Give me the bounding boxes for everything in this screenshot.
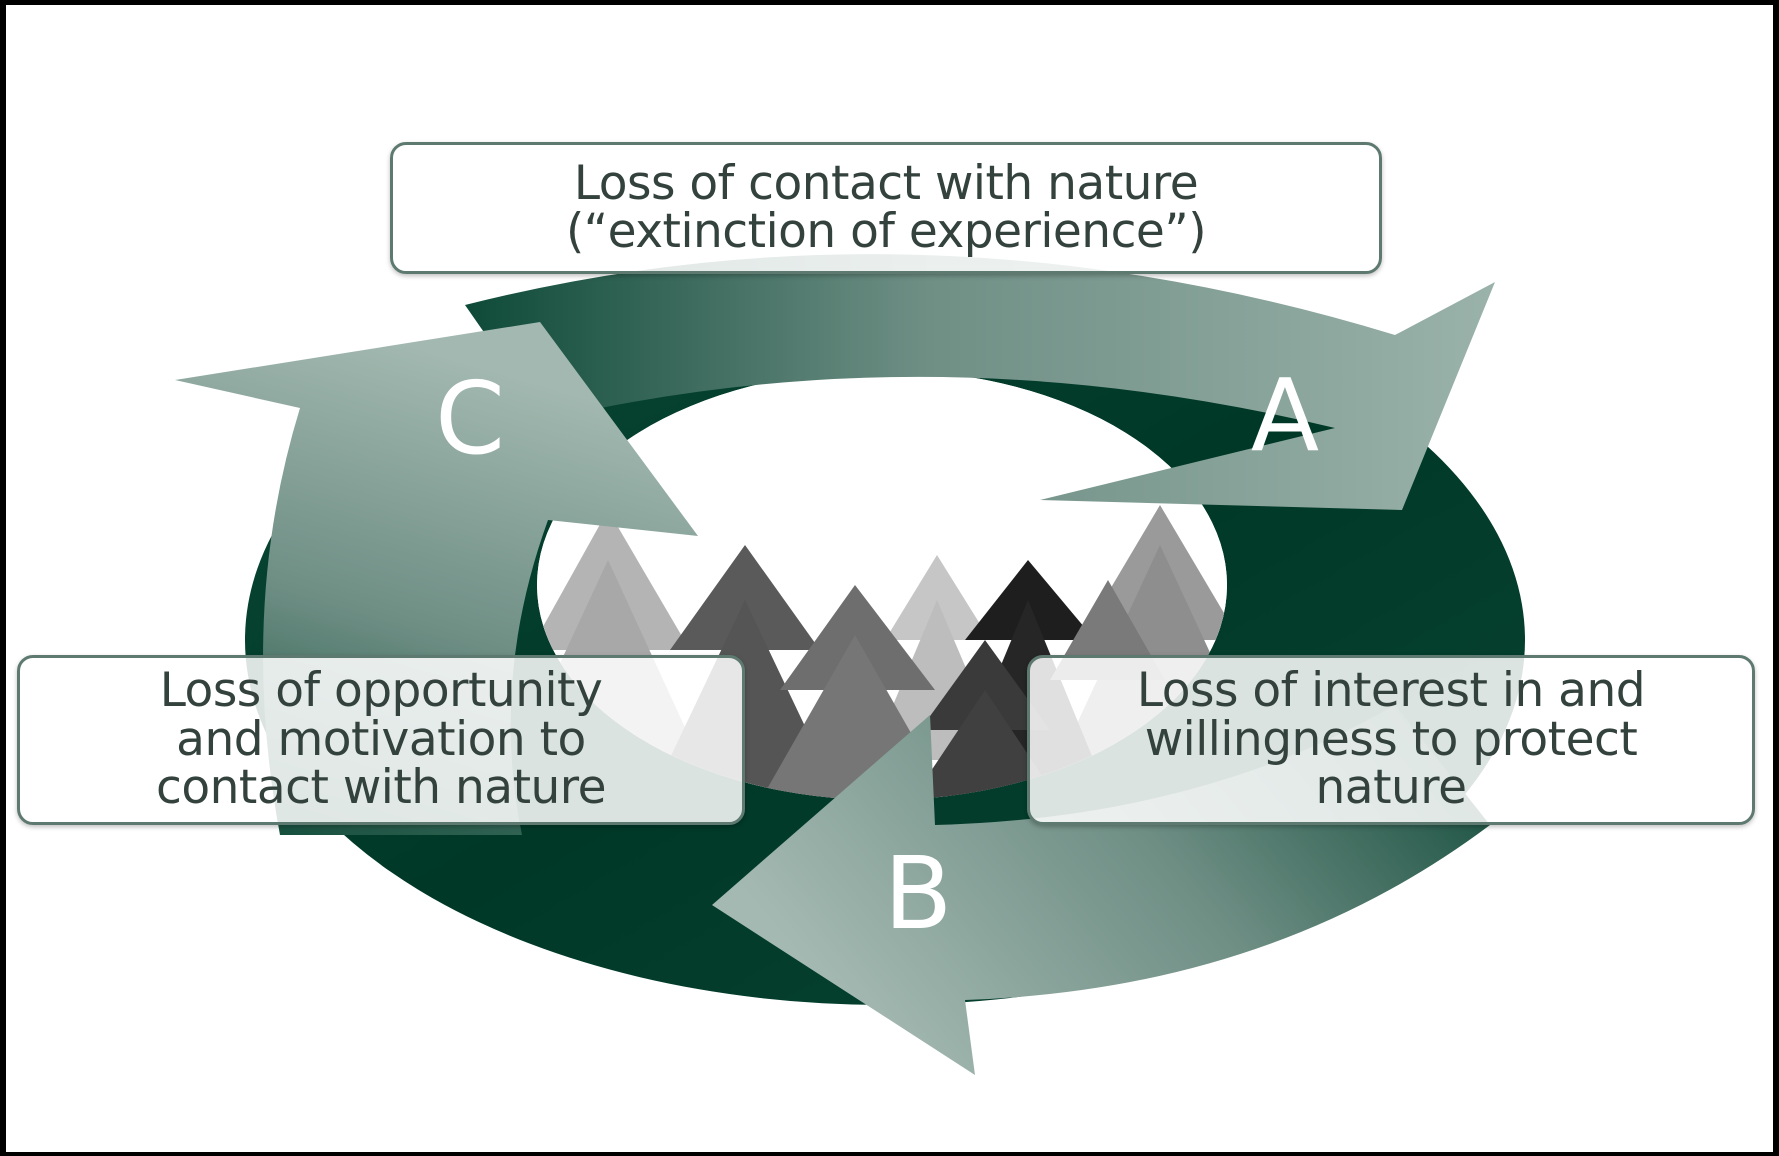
tree-icon (920, 640, 1050, 730)
box-extinction-of-experience: Loss of contact with nature (“extinction… (390, 142, 1382, 274)
box-right-line-3: nature (1315, 760, 1467, 816)
box-right-line-1: Loss of interest in and (1136, 663, 1646, 719)
tree-icon (885, 555, 990, 640)
box-left-line-3: contact with nature (156, 760, 607, 816)
tree-icon (670, 545, 820, 650)
arrow-label-b: B (884, 835, 953, 952)
tree-icon (905, 690, 1065, 800)
arrow-a (465, 254, 1495, 510)
tree-icon (780, 585, 935, 690)
box-loss-of-opportunity: Loss of opportunity and motivation to co… (17, 655, 745, 825)
box-loss-of-interest: Loss of interest in and willingness to p… (1027, 655, 1755, 825)
box-left-line-1: Loss of opportunity (159, 663, 603, 719)
box-top-line-1: Loss of contact with nature (573, 155, 1199, 211)
box-top-line-2: (“extinction of experience”) (565, 204, 1207, 259)
tree-icon (965, 560, 1095, 640)
arrow-label-a: A (1251, 357, 1319, 474)
box-left-line-2: and motivation to (176, 711, 586, 767)
arrow-label-c: C (435, 360, 505, 477)
box-right-line-2: willingness to protect (1144, 711, 1638, 767)
